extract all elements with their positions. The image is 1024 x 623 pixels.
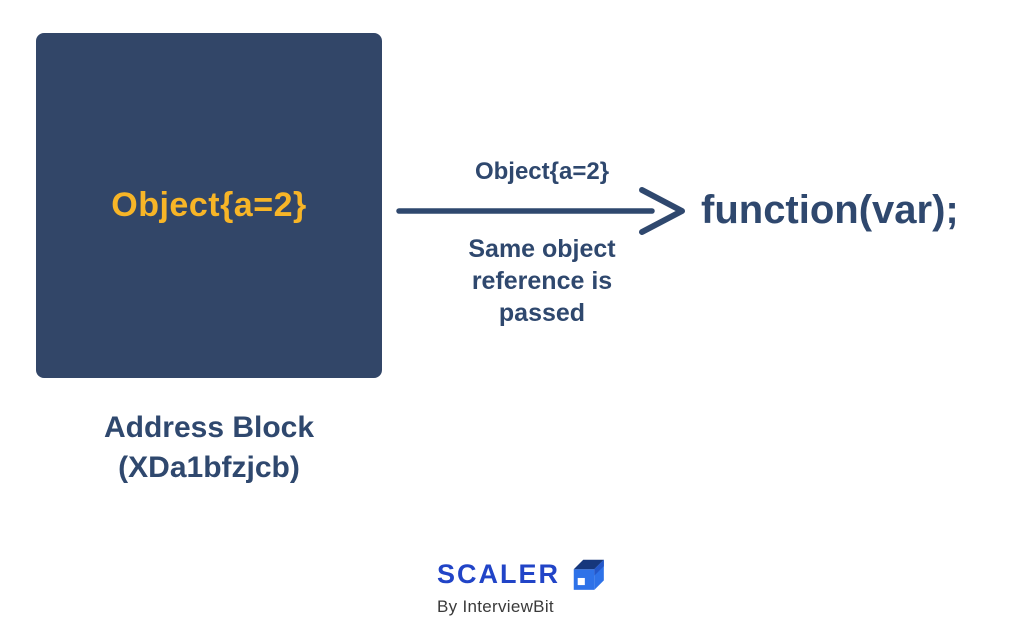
object-value-text: Object{a=2}	[111, 186, 307, 224]
brand-row: SCALER	[437, 553, 607, 595]
scaler-logo-text: SCALER	[437, 558, 561, 589]
arrow-label-text: Object{a=2}	[474, 158, 610, 185]
brand-footer: SCALER By InterviewBit	[437, 553, 607, 617]
right-arrow-icon	[396, 187, 685, 235]
arrow-description-text: Same object reference is passed	[468, 235, 616, 327]
scaler-cube-icon	[573, 559, 604, 590]
address-block-caption: Address Block (XDa1bfzjcb)	[103, 411, 315, 484]
address-block: Object{a=2}	[36, 33, 382, 378]
function-call-text: function(var);	[701, 188, 959, 232]
byline-text: By InterviewBit	[437, 597, 554, 616]
